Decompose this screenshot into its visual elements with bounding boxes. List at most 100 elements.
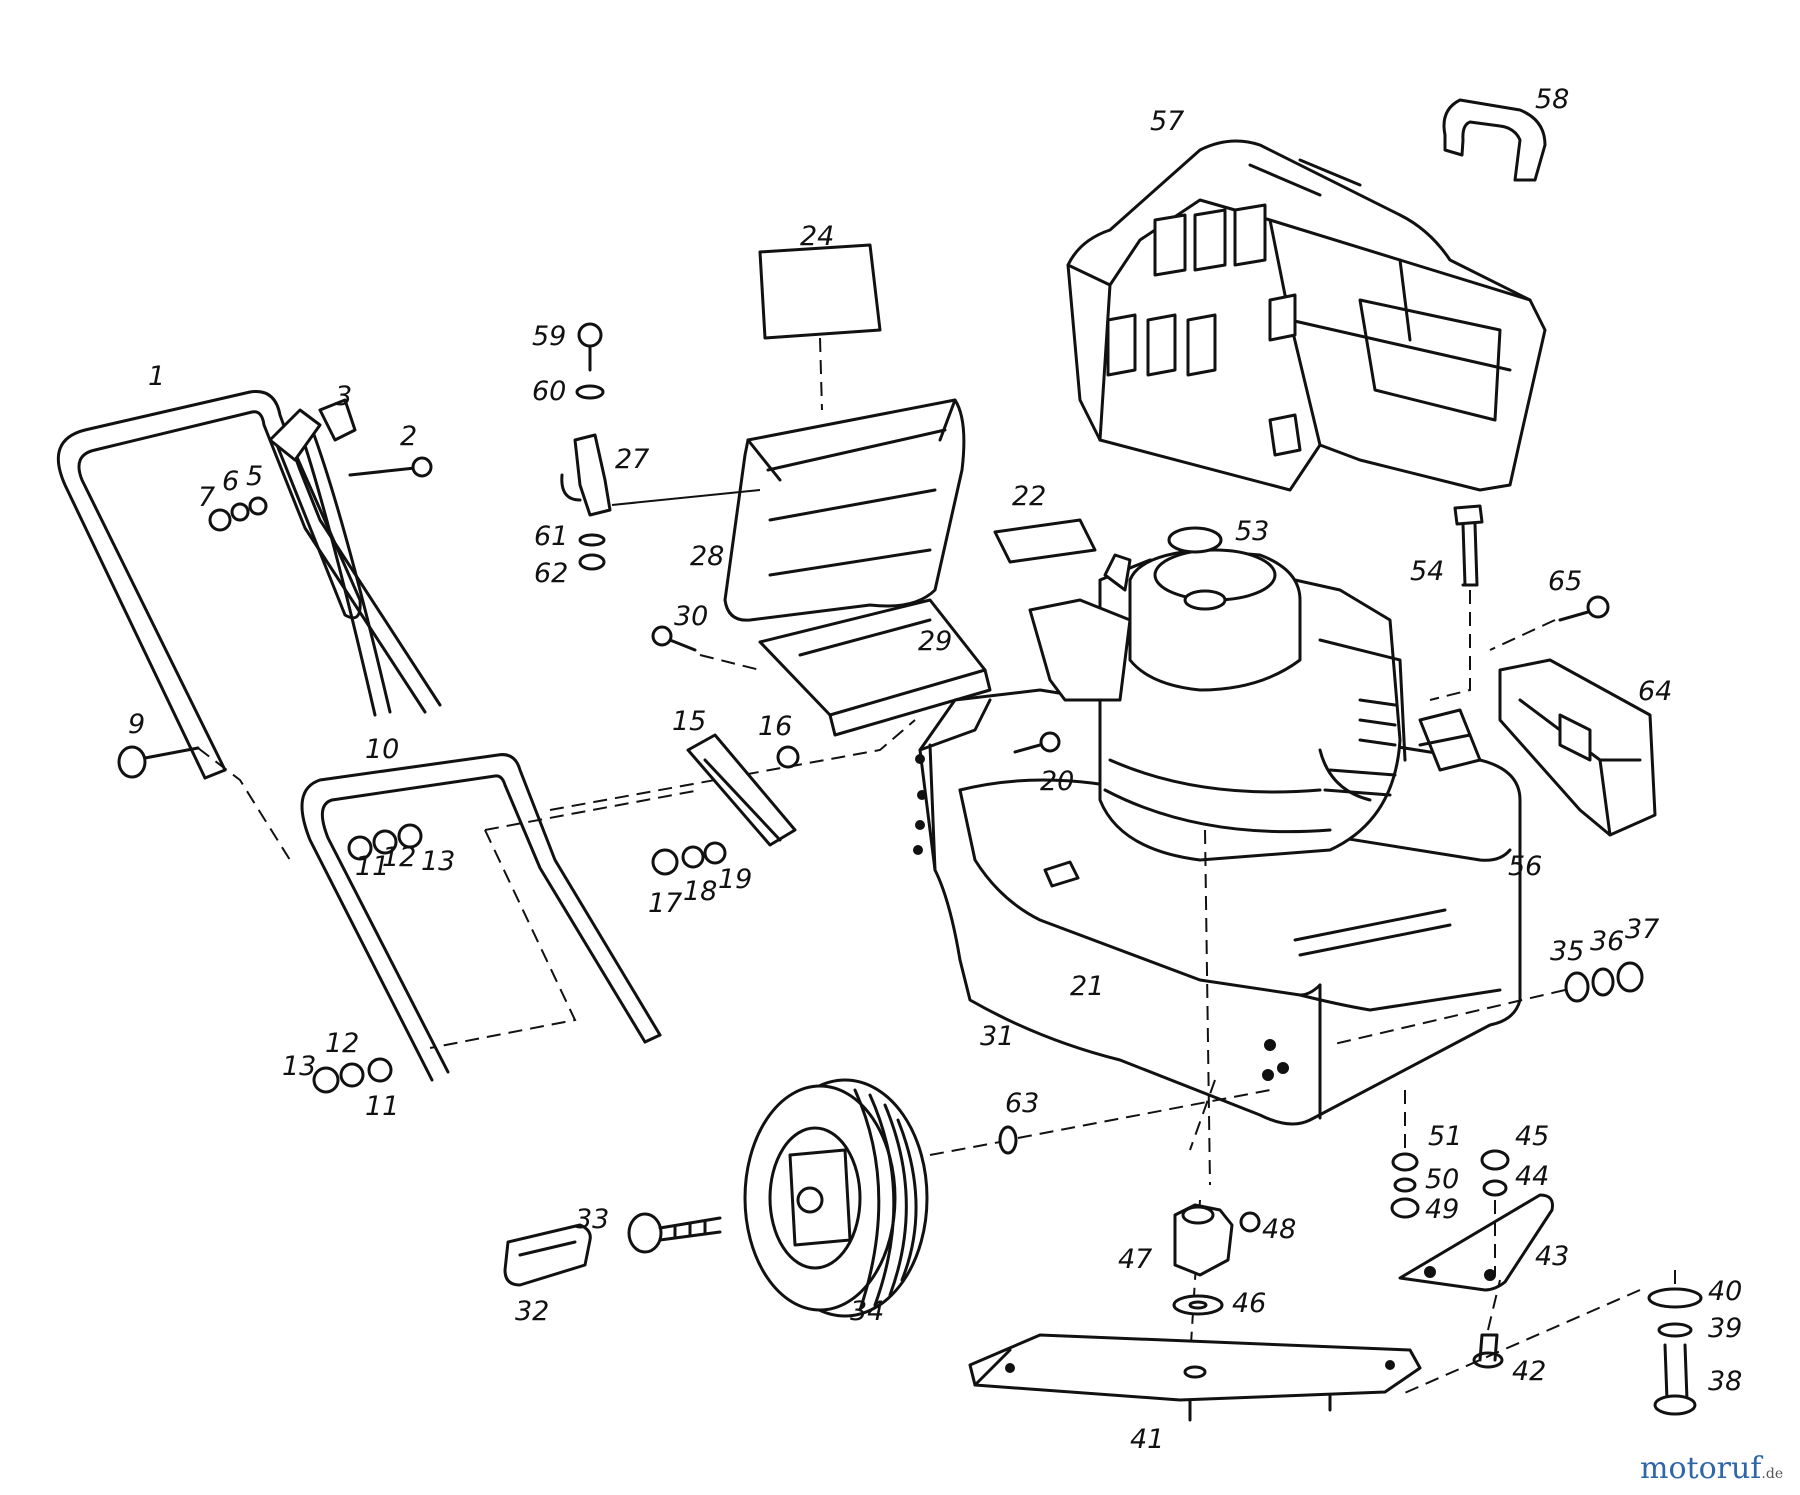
callout-12-lower: 12 (325, 1028, 359, 1059)
handle-washers-5-6-7 (208, 496, 268, 532)
callout-59: 59 (532, 321, 566, 352)
callout-16: 16 (758, 711, 792, 742)
callout-2: 2 (400, 421, 417, 452)
callout-12-upper: 12 (382, 842, 416, 873)
handle-bracket-15 (686, 733, 800, 847)
callout-17: 17 (648, 888, 682, 919)
engine-bolt-54 (1429, 504, 1484, 701)
discharge-flap-21 (1043, 860, 1080, 888)
blade-bolt-38 (1399, 1270, 1703, 1416)
callout-42: 42 (1512, 1356, 1546, 1387)
callout-22: 22 (1012, 481, 1046, 512)
callout-44: 44 (1515, 1161, 1549, 1192)
callout-63: 63 (1005, 1088, 1039, 1119)
callout-37: 37 (1625, 914, 1659, 945)
callout-48: 48 (1262, 1214, 1296, 1245)
callout-46: 46 (1232, 1288, 1266, 1319)
callout-33: 33 (575, 1204, 609, 1235)
bracket-screw-65 (1489, 595, 1610, 651)
flap-hinge-29 (758, 598, 992, 737)
callout-38: 38 (1708, 1366, 1742, 1397)
callout-56: 56 (1508, 851, 1542, 882)
callout-50: 50 (1425, 1164, 1459, 1195)
grass-catcher-57 (1066, 139, 1547, 492)
deck-rib-56 (1293, 908, 1452, 957)
callout-1: 1 (148, 361, 165, 392)
callout-36: 36 (1590, 926, 1624, 957)
watermark-tld: .de (1761, 1466, 1783, 1482)
hub-cap-32 (503, 1223, 592, 1287)
callout-41: 41 (1130, 1424, 1164, 1455)
washers-49-50-51 (1390, 1090, 1420, 1219)
axle-washers-35-36-37 (1329, 961, 1644, 1046)
callout-57: 57 (1150, 106, 1184, 137)
callout-7: 7 (198, 482, 215, 513)
blade-bracket-43 (1398, 1193, 1554, 1292)
callout-10: 10 (365, 734, 399, 765)
callout-47: 47 (1118, 1244, 1152, 1275)
callout-labels: 1 2 3 5 6 7 9 10 11 12 13 13 12 11 15 16… (128, 84, 1742, 1455)
side-bracket-64 (1498, 658, 1657, 837)
washers-44-45 (1480, 1149, 1510, 1275)
handle-leader-lines (429, 719, 916, 1049)
callout-13-lower: 13 (282, 1051, 316, 1082)
callout-32: 32 (515, 1296, 549, 1327)
callout-60: 60 (532, 376, 566, 407)
callout-45: 45 (1515, 1121, 1549, 1152)
callout-19: 19 (718, 864, 752, 895)
decal-22 (993, 518, 1097, 564)
callout-64: 64 (1638, 676, 1672, 707)
motoruf-watermark-logo: motoruf.de (1640, 1451, 1783, 1486)
callout-49: 49 (1425, 1194, 1459, 1225)
clip-bracket-27 (560, 322, 761, 571)
upper-handle (56, 389, 442, 780)
callout-18: 18 (683, 876, 717, 907)
callout-62: 62 (534, 558, 568, 589)
catcher-handle-58 (1442, 98, 1547, 182)
cable-control-lever (268, 398, 392, 717)
rear-deflector-flap-28 (723, 398, 966, 622)
watermark-brand: motoruf (1640, 1451, 1763, 1486)
callout-9: 9 (128, 709, 145, 740)
callout-13-upper: 13 (421, 846, 455, 877)
callout-54: 54 (1410, 556, 1444, 587)
callout-31: 31 (980, 1021, 1014, 1052)
callout-58: 58 (1535, 84, 1569, 115)
callout-3: 3 (335, 381, 352, 412)
lower-handle-nuts-11-12-13 (312, 823, 423, 1094)
callout-27: 27 (615, 444, 649, 475)
handle-bolt-9 (117, 745, 291, 861)
handle-bolt-2 (348, 456, 433, 478)
callout-6: 6 (222, 466, 239, 497)
blade-washer-46 (1172, 1294, 1224, 1316)
callout-40: 40 (1708, 1276, 1742, 1307)
svg-text:motoruf.de: motoruf.de (1640, 1451, 1783, 1486)
callout-30: 30 (674, 601, 708, 632)
callout-53: 53 (1235, 516, 1269, 547)
blade-adapter-47 (1173, 1203, 1261, 1277)
callout-65: 65 (1548, 566, 1582, 597)
callout-21: 21 (1070, 971, 1104, 1002)
rear-wheel-34 (743, 1078, 929, 1318)
engine (1028, 526, 1482, 862)
callout-11-lower: 11 (365, 1091, 399, 1122)
callout-39: 39 (1708, 1313, 1742, 1344)
callout-24: 24 (800, 221, 834, 252)
callout-51: 51 (1428, 1121, 1462, 1152)
callout-43: 43 (1535, 1241, 1569, 1272)
callout-61: 61 (534, 521, 568, 552)
callout-5: 5 (246, 461, 263, 492)
wheel-washer-63 (929, 1089, 1271, 1156)
blade-41 (968, 1333, 1422, 1422)
callout-28: 28 (690, 541, 724, 572)
callout-20: 20 (1040, 766, 1074, 797)
lower-handle (300, 753, 662, 1082)
callout-35: 35 (1550, 936, 1584, 967)
bracket-nuts-17-18-19 (651, 841, 727, 876)
bolt-42 (1472, 1279, 1504, 1369)
flap-screw-30 (651, 625, 761, 671)
wheel-bolt-33 (627, 1212, 722, 1254)
label-24 (758, 243, 882, 411)
callout-29: 29 (918, 626, 952, 657)
